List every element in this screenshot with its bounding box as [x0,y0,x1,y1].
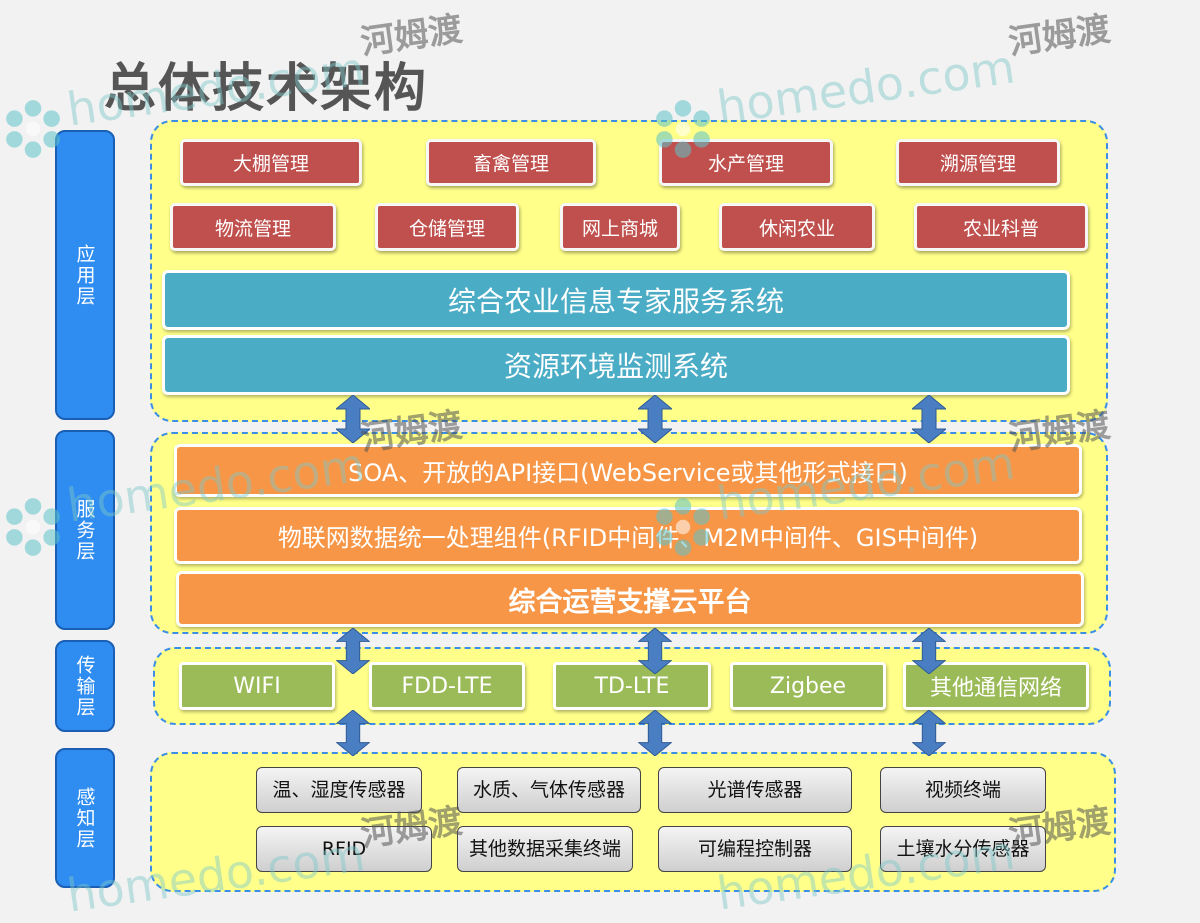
double-arrow-icon [912,710,946,756]
watermark-flower-icon [656,100,710,158]
app-module-livestock: 畜禽管理 [426,139,596,186]
sensor-soil-moisture: 土壤水分传感器 [880,826,1046,872]
page-title: 总体技术架构 [104,59,429,119]
app-module-traceability: 溯源管理 [896,139,1060,186]
system-environment-monitoring: 资源环境监测系统 [162,335,1070,395]
transport-fdd-lte: FDD-LTE [369,662,525,710]
sensor-rfid: RFID [256,826,432,872]
layer-label-perception: 感知层 [55,748,115,888]
double-arrow-icon [336,628,370,674]
sensor-plc: 可编程控制器 [658,826,852,872]
transport-zigbee: Zigbee [730,662,886,710]
service-soa-api: SOA、开放的API接口(WebService或其他形式接口) [174,444,1082,497]
transport-td-lte: TD-LTE [553,662,711,710]
sensor-temp-humidity: 温、湿度传感器 [256,767,422,813]
double-arrow-icon [638,628,672,674]
sensor-other-collector: 其他数据采集终端 [457,826,633,872]
app-module-leisure-farming: 休闲农业 [719,203,875,251]
double-arrow-icon [912,628,946,674]
double-arrow-icon [638,395,672,443]
double-arrow-icon [336,710,370,756]
watermark-han: 河姆渡 [1006,9,1113,63]
app-module-warehouse: 仓储管理 [375,203,519,251]
watermark-flower-icon [656,498,710,556]
double-arrow-icon [912,395,946,443]
app-module-agri-science: 农业科普 [914,203,1088,251]
watermark-flower-icon [6,498,60,556]
app-module-online-mall: 网上商城 [560,203,680,251]
app-module-logistics: 物流管理 [170,203,336,251]
double-arrow-icon [336,395,370,443]
layer-label-application: 应用层 [55,130,115,420]
layer-label-service: 服务层 [55,430,115,630]
sensor-water-gas: 水质、气体传感器 [457,767,641,813]
system-expert-service: 综合农业信息专家服务系统 [162,270,1070,330]
sensor-video-terminal: 视频终端 [880,767,1046,813]
transport-wifi: WIFI [179,662,335,710]
sensor-spectrum: 光谱传感器 [658,767,852,813]
service-cloud-platform: 综合运营支撑云平台 [176,571,1084,627]
service-iot-middleware: 物联网数据统一处理组件(RFID中间件、M2M中间件、GIS中间件) [174,507,1082,564]
layer-label-transport: 传输层 [55,640,115,732]
app-module-greenhouse: 大棚管理 [180,139,362,186]
watermark-flower-icon [6,100,60,158]
double-arrow-icon [638,710,672,756]
watermark-han: 河姆渡 [358,9,465,63]
